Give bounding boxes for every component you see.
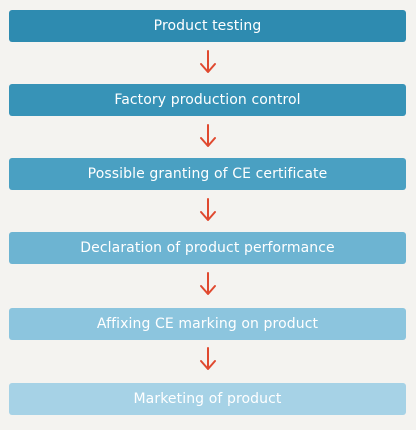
arrow-down-icon	[198, 49, 218, 75]
step-product-testing: Product testing	[9, 10, 406, 42]
step-ce-certificate: Possible granting of CE certificate	[9, 158, 406, 190]
step-label: Declaration of product performance	[80, 240, 335, 256]
step-label: Marketing of product	[133, 391, 282, 407]
step-label: Possible granting of CE certificate	[87, 166, 328, 182]
arrow-down-icon	[198, 123, 218, 149]
step-declaration-performance: Declaration of product performance	[9, 232, 406, 264]
step-affixing-ce-marking: Affixing CE marking on product	[9, 308, 406, 340]
step-marketing-product: Marketing of product	[9, 383, 406, 415]
step-label: Factory production control	[114, 92, 301, 108]
step-label: Affixing CE marking on product	[96, 316, 319, 332]
step-label: Product testing	[153, 18, 262, 34]
arrow-down-icon	[198, 271, 218, 297]
arrow-down-icon	[198, 346, 218, 372]
step-factory-production-control: Factory production control	[9, 84, 406, 116]
arrow-down-icon	[198, 197, 218, 223]
